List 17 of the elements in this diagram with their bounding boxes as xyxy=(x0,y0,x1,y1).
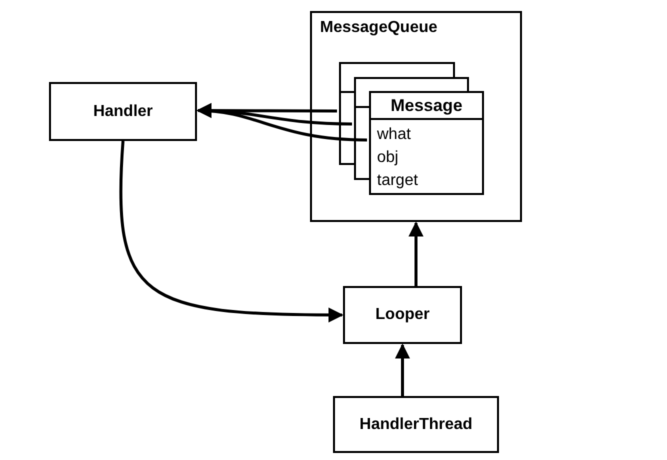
arrow xyxy=(408,222,424,286)
arrow xyxy=(395,344,410,396)
message-card-stack xyxy=(339,62,484,195)
process-box xyxy=(343,286,462,344)
box-label: HandlerThread xyxy=(360,416,472,432)
process-box xyxy=(49,82,197,141)
box-label: Looper xyxy=(375,307,430,323)
arrow xyxy=(196,104,368,142)
process-box xyxy=(333,396,499,453)
box-label: Handler xyxy=(93,104,153,120)
field-name: obj xyxy=(377,148,398,168)
field-name: target xyxy=(377,171,418,191)
field-name: what xyxy=(377,125,411,145)
arrow xyxy=(119,140,344,322)
container-title: MessageQueue xyxy=(320,18,438,38)
container-box xyxy=(310,11,522,222)
class-name: Message xyxy=(390,97,462,114)
